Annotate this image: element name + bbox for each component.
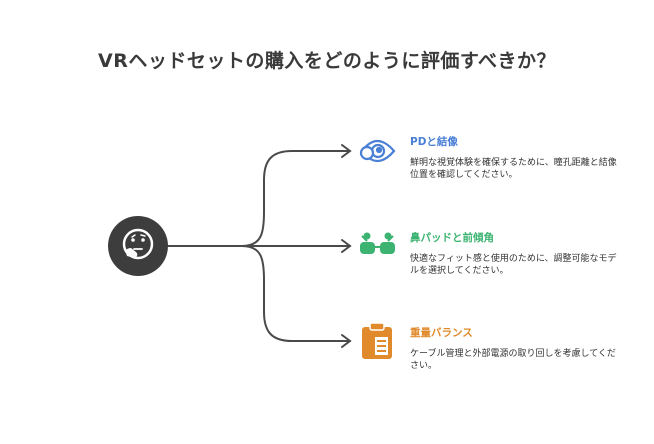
arrow-middle	[341, 239, 352, 253]
eye-icon	[359, 139, 396, 163]
item-title-weight: 重量バランス	[410, 327, 473, 339]
item-desc-pd: 鮮明な視覚体験を確保するために、瞳孔距離と結像位置を確認してください。	[410, 158, 617, 180]
connector-bottom	[167, 245, 351, 342]
clipboard-icon	[362, 322, 392, 359]
page-title: VRヘッドセットの購入をどのように評価すべきか？	[97, 50, 556, 72]
glasses-icon	[360, 232, 395, 254]
connector-top	[167, 150, 351, 247]
thinking-face-icon	[108, 216, 168, 276]
item-title-pd: PDと結像	[410, 136, 458, 148]
item-title-nose-pad: 鼻パッドと前傾角	[410, 232, 494, 244]
item-desc-weight: ケーブル管理と外部電源の取り回しを考慮してください。	[410, 349, 616, 371]
item-desc-nose-pad: 快適なフィット感と使用のために、調整可能なモデルを選択してください。	[410, 254, 617, 276]
arrow-top	[341, 144, 352, 158]
arrow-bottom	[341, 334, 352, 348]
